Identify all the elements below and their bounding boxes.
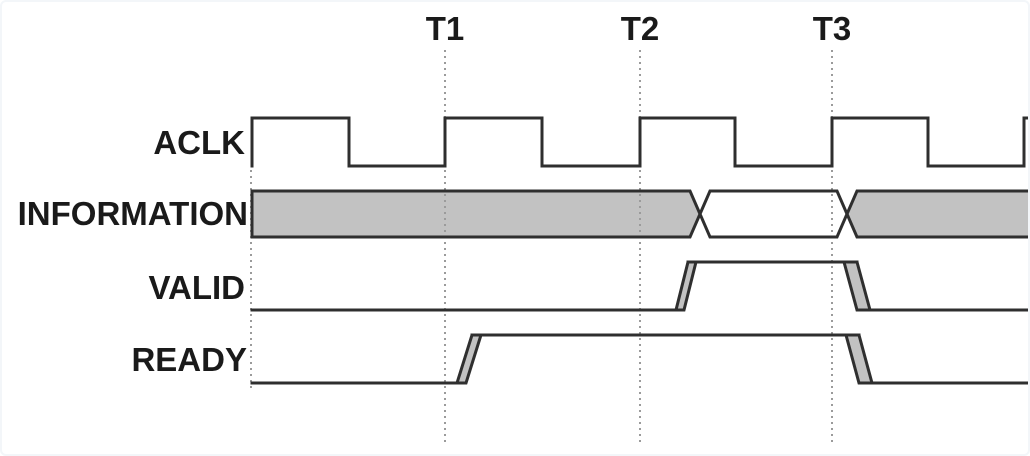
waveform-strokes [250, 116, 1028, 385]
ready-fall-transition-fill [846, 335, 872, 383]
information-bus-invalid-fill-right [847, 191, 1028, 237]
valid-waveform [250, 260, 1028, 312]
information-bus-valid-fill [700, 191, 847, 237]
signal-label-aclk: ACLK [153, 124, 245, 161]
signal-label-information: INFORMATION [18, 195, 248, 232]
ready-waveform [250, 333, 1028, 385]
signal-label-ready: READY [131, 341, 247, 378]
time-marker-label-t1: T1 [426, 10, 465, 47]
aclk-waveform [250, 116, 1028, 168]
labels: T1 T2 T3 ACLK INFORMATION VALID READY [18, 10, 852, 378]
time-marker-label-t2: T2 [621, 10, 660, 47]
valid-fall-transition-fill [844, 262, 870, 310]
information-bus-invalid-fill-left [252, 191, 700, 237]
time-marker-label-t3: T3 [813, 10, 852, 47]
signal-label-valid: VALID [148, 269, 245, 306]
